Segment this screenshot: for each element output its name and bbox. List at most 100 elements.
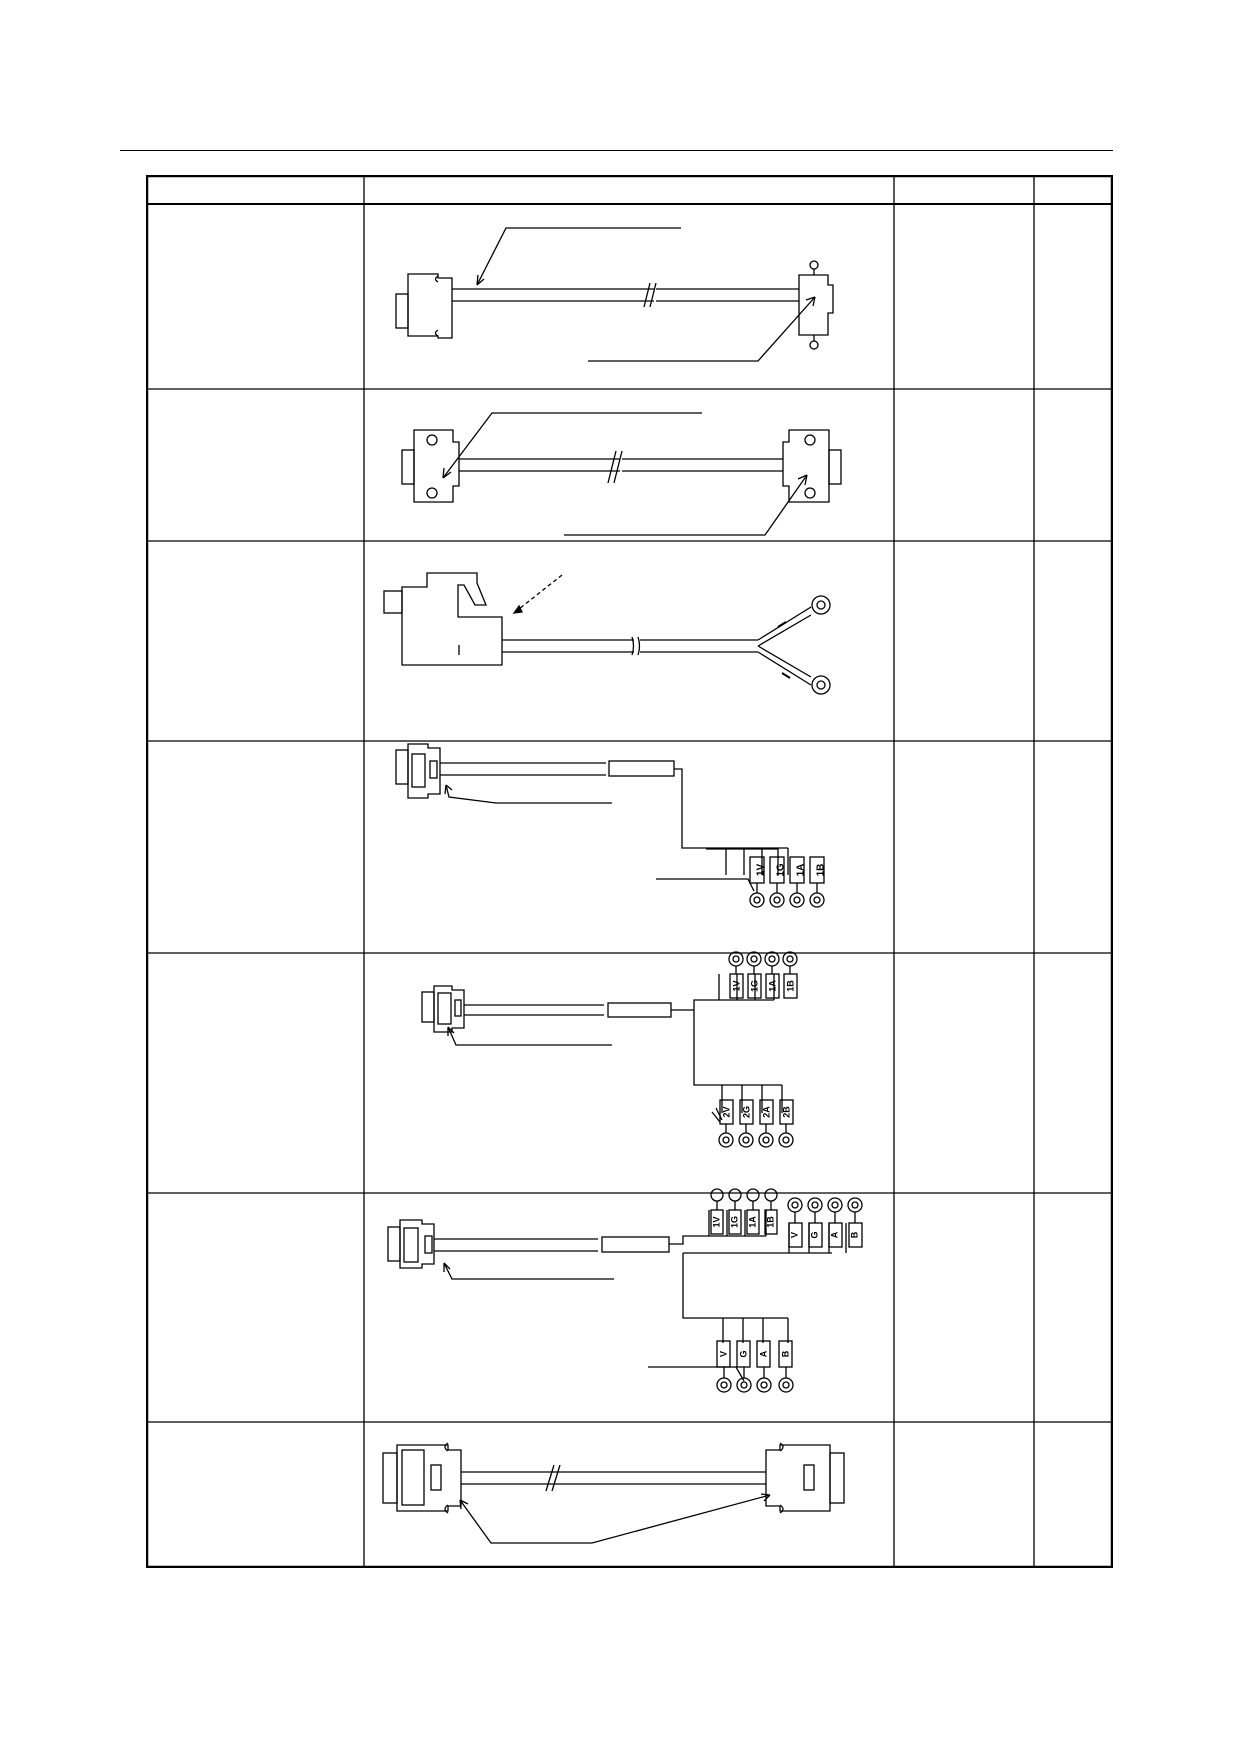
ring-terminal-icon — [769, 892, 785, 908]
connector-body-right — [782, 429, 830, 503]
row-5-drawing: 1V 1G 1A 1B 2V 2G 2A 2B — [421, 951, 798, 1148]
terminal-label: A — [829, 1231, 839, 1238]
cable-jacket — [607, 1002, 672, 1018]
ring-terminal-icon — [716, 1377, 732, 1393]
terminal-label-box — [728, 1209, 742, 1235]
terminal-label-box — [783, 973, 798, 999]
row-6-drawing: 1V 1G 1A 1B V G A B — [387, 1188, 863, 1393]
ring-terminal-icon — [746, 951, 762, 967]
connector-tab — [424, 1235, 433, 1254]
terminal-label-box — [747, 973, 762, 999]
ring-terminal-hole — [768, 955, 776, 963]
d-sub-connector-icon — [829, 1452, 845, 1504]
terminal-label: 1A — [767, 980, 777, 992]
terminal-crimp — [735, 966, 791, 974]
ring-terminal-icon — [718, 1132, 734, 1148]
connector-window — [401, 1449, 425, 1506]
terminal-label-box — [710, 1209, 724, 1235]
terminal-label: 1A — [796, 864, 807, 877]
wire-fan-top — [718, 974, 775, 1000]
ring-terminal-icon — [778, 1132, 794, 1148]
ring-terminal-icon — [787, 1197, 803, 1213]
leader-arrow-icon — [447, 1026, 612, 1046]
leader-arrow-icon — [442, 412, 702, 479]
leader-arrow-icon — [588, 296, 816, 362]
cable-jacket — [608, 760, 675, 777]
ring-terminal-icon — [847, 1197, 863, 1213]
terminal-label: V — [718, 1351, 728, 1357]
cable-table: 1V 1G 1A 1B — [146, 175, 1113, 1568]
terminal-label: B — [849, 1231, 859, 1238]
cable-break-mark — [631, 636, 641, 656]
ring-terminal-icon — [764, 1188, 778, 1202]
terminal-label-box — [808, 1222, 823, 1248]
d-sub-connector-icon — [421, 991, 435, 1023]
terminal-label-box — [848, 1222, 863, 1248]
ring-terminal-hole — [762, 1136, 770, 1144]
connector-tab — [454, 999, 462, 1017]
ring-terminal-hole — [782, 1381, 790, 1389]
terminal-group-bottom: 2V 2G 2A 2B — [711, 1099, 794, 1148]
latch-clip — [434, 275, 439, 337]
terminal-label: 2G — [741, 1106, 751, 1118]
ring-terminal-icon — [738, 1132, 754, 1148]
ring-terminal-hole — [760, 1381, 768, 1389]
terminal-group-top: 1V 1G 1A 1B — [728, 951, 798, 999]
ring-terminal-hole — [732, 955, 740, 963]
ring-terminal-icon — [811, 595, 831, 615]
terminal-label: 1G — [729, 1216, 739, 1228]
connector-body — [407, 743, 441, 799]
leader-arrowhead — [760, 1493, 771, 1502]
terminal-label: 2V — [721, 1106, 731, 1117]
connector-window — [437, 992, 452, 1025]
wire-run — [671, 999, 782, 1086]
terminal-label: A — [758, 1350, 768, 1357]
ring-terminal-icon — [811, 675, 831, 695]
d-sub-connector-icon — [828, 449, 842, 485]
leader-arrow-icon — [656, 878, 755, 892]
top-rule — [120, 150, 1113, 151]
ring-terminal-icon — [782, 951, 798, 967]
terminal-group-1: 1V 1G 1A 1B — [710, 1188, 778, 1235]
terminal-label-box — [828, 1222, 843, 1248]
sleeve-mark — [777, 621, 791, 679]
leader-arrowhead — [476, 274, 485, 286]
leader-mark — [711, 1107, 723, 1123]
terminal-group-1: 1V 1G 1A 1B — [749, 856, 827, 908]
ring-terminal-hole — [720, 1381, 728, 1389]
leader-arrowhead — [512, 604, 523, 614]
cable-break-mark — [607, 450, 623, 484]
terminal-label: 1G — [749, 980, 759, 992]
terminal-label: G — [738, 1350, 748, 1357]
screw-icon — [426, 487, 438, 499]
connector-body — [401, 572, 503, 666]
leader-arrowhead — [447, 1026, 455, 1036]
terminal-label: 1B — [765, 1216, 775, 1228]
ring-terminal-hole — [811, 1201, 819, 1209]
wire-fan-bottom — [721, 1085, 783, 1113]
row-2-drawing — [401, 412, 842, 536]
ring-terminal-icon — [736, 1377, 752, 1393]
terminal-label: V — [789, 1232, 799, 1238]
terminal-crimp — [794, 1212, 856, 1223]
terminal-label: 2B — [781, 1106, 791, 1118]
d-sub-connector-icon — [395, 293, 409, 329]
leader-arrowhead — [442, 467, 452, 479]
connector-body — [413, 429, 460, 503]
screw-icon — [426, 434, 438, 446]
leader-arrowhead — [797, 474, 808, 486]
terminal-label: 1V — [711, 1216, 721, 1227]
ring-terminal-hole — [831, 1201, 839, 1209]
cable-split — [757, 606, 812, 686]
d-sub-connector-icon — [382, 1452, 398, 1504]
leader-arrow-icon — [459, 1494, 771, 1544]
screw-icon — [804, 434, 816, 446]
leader-arrowhead — [459, 1499, 469, 1510]
terminal-label-box — [729, 973, 744, 999]
ring-terminal-hole — [813, 896, 821, 904]
terminal-label-box — [788, 1222, 803, 1248]
wire-run — [669, 1235, 832, 1319]
plug-tip — [383, 590, 403, 614]
terminal-label: 1G — [776, 863, 787, 877]
terminal-crimp — [756, 883, 818, 893]
